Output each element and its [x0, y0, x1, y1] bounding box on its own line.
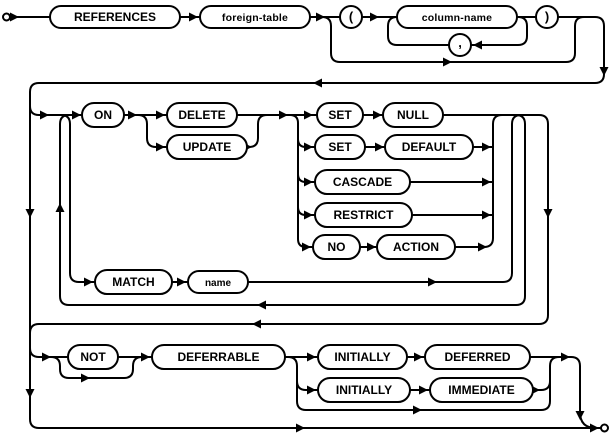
node-set1-shape: [316, 102, 364, 128]
node-action-label: ACTION: [393, 240, 439, 254]
node-paren-close: ): [535, 5, 559, 29]
line-group-exit: [29, 114, 549, 334]
node-on-label: ON: [94, 108, 112, 122]
node-comma-shape: [448, 33, 472, 57]
node-initially1-label: INITIALLY: [334, 350, 390, 364]
node-action: ACTION: [376, 234, 456, 260]
node-comma-label: ,: [458, 35, 462, 50]
node-deferrable-label: DEFERRABLE: [177, 350, 259, 364]
node-foreign-table-shape: [199, 5, 311, 29]
node-no-shape: [312, 234, 361, 260]
arrowheads: [10, 12, 609, 433]
node-initially-immediate-initially: INITIALLY: [317, 377, 411, 403]
node-deferred-label: DEFERRED: [444, 350, 510, 364]
line-match-exit: [248, 114, 522, 283]
node-foreign-table: foreign-table: [199, 5, 311, 29]
node-initially-deferred-initially: INITIALLY: [317, 344, 408, 370]
node-deferrable-shape: [151, 344, 286, 370]
line-comma-loop: [387, 16, 528, 46]
node-set1-label: SET: [328, 108, 352, 122]
node-not: NOT: [67, 344, 119, 370]
node-references: REFERENCES: [49, 5, 181, 29]
node-comma: ,: [448, 33, 472, 57]
line-action-branch: [289, 114, 315, 248]
node-immediate-shape: [429, 377, 534, 403]
node-name: name: [187, 270, 249, 294]
node-deferrable: DEFERRABLE: [151, 344, 286, 370]
node-update: UPDATE: [166, 134, 248, 160]
node-no: NO: [312, 234, 361, 260]
node-paren-open: (: [339, 5, 363, 29]
node-default-shape: [384, 134, 474, 160]
node-null-label: NULL: [397, 108, 429, 122]
node-match: MATCH: [94, 269, 173, 295]
node-set-default-set: SET: [314, 134, 366, 160]
node-not-shape: [67, 344, 119, 370]
node-set2-shape: [314, 134, 366, 160]
node-initially2-shape: [317, 377, 411, 403]
node-column-name: column-name: [396, 5, 518, 29]
node-immediate: IMMEDIATE: [429, 377, 534, 403]
node-set2-label: SET: [328, 140, 352, 154]
line-group-entry: [29, 105, 82, 116]
node-restrict-label: RESTRICT: [334, 208, 395, 222]
node-on: ON: [81, 102, 125, 128]
node-match-shape: [94, 269, 173, 295]
node-column-name-label: column-name: [422, 12, 492, 24]
node-paren-open-label: (: [349, 9, 354, 24]
node-set-null-set: SET: [316, 102, 364, 128]
line-not-bypass: [50, 356, 143, 379]
node-column-name-shape: [396, 5, 518, 29]
node-paren-open-shape: [339, 5, 363, 29]
node-cascade-shape: [314, 169, 411, 195]
node-initially1-shape: [317, 344, 408, 370]
node-foreign-table-label: foreign-table: [222, 12, 288, 24]
node-action-shape: [376, 234, 456, 260]
node-cascade-label: CASCADE: [333, 175, 392, 189]
node-references-shape: [49, 5, 181, 29]
node-deferred: DEFERRED: [424, 344, 531, 370]
node-paren-close-label: ): [545, 9, 549, 24]
node-restrict-shape: [314, 202, 413, 228]
node-immediate-label: IMMEDIATE: [448, 383, 514, 397]
node-default-label: DEFAULT: [402, 140, 457, 154]
end-terminal: [600, 423, 609, 433]
node-delete-label: DELETE: [178, 108, 225, 122]
node-no-label: NO: [328, 240, 346, 254]
node-update-label: UPDATE: [183, 140, 231, 154]
node-references-label: REFERENCES: [74, 10, 156, 24]
node-cascade: CASCADE: [314, 169, 411, 195]
line-final-exit: [530, 356, 597, 429]
node-delete: DELETE: [166, 102, 238, 128]
node-update-shape: [166, 134, 248, 160]
node-name-shape: [187, 270, 249, 294]
node-default: DEFAULT: [384, 134, 474, 160]
node-initially2-label: INITIALLY: [336, 383, 392, 397]
node-deferred-shape: [424, 344, 531, 370]
node-match-label: MATCH: [112, 275, 154, 289]
node-restrict: RESTRICT: [314, 202, 413, 228]
node-delete-shape: [166, 102, 238, 128]
start-terminal: [2, 12, 11, 22]
line-on-branch: [124, 114, 317, 148]
node-null: NULL: [382, 102, 444, 128]
line-group-loopback: [59, 114, 526, 306]
node-paren-close-shape: [535, 5, 559, 29]
line-columns-bypass: [321, 16, 585, 63]
node-null-shape: [382, 102, 444, 128]
node-not-label: NOT: [80, 350, 106, 364]
node-name-label: name: [205, 278, 232, 289]
node-on-shape: [81, 102, 125, 128]
